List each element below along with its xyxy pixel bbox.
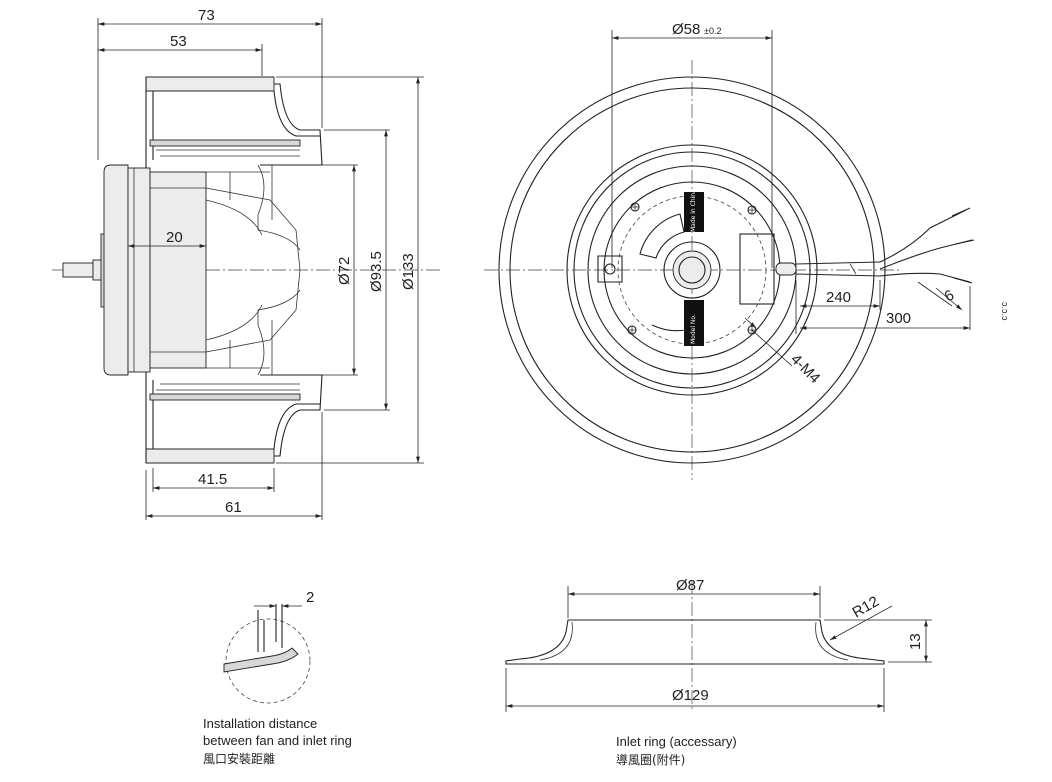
- dim-240: 240: [826, 289, 851, 306]
- detail-circle: [225, 618, 311, 704]
- cable: [775, 207, 975, 284]
- blades-side: [205, 187, 301, 353]
- ring-caption-en: Inlet ring (accessary): [616, 734, 737, 749]
- dim-53: 53: [170, 33, 187, 50]
- dim-61: 61: [225, 499, 242, 516]
- detail-caption-line1: Installation distance: [203, 716, 317, 731]
- motor-housing: [103, 164, 270, 376]
- dim-gap-2: 2: [306, 589, 314, 606]
- ground-lug-hole: [604, 263, 616, 275]
- inlet-ring-view: Ø87 Ø129 R12 13 Inlet ring (accessary) 導…: [505, 577, 932, 767]
- shroud-ring-inner: [573, 151, 811, 389]
- label-top-text: Made in China: [690, 189, 697, 232]
- arc-lower: [651, 324, 687, 332]
- ring-profile: [505, 619, 885, 665]
- dim-dia-133: Ø133: [400, 253, 417, 290]
- arc-window: [639, 213, 685, 259]
- dim-dia-93-5: Ø93.5: [368, 251, 385, 292]
- outer-ring-inner: [509, 87, 875, 453]
- dim-height-13: 13: [907, 633, 924, 650]
- detail-caption-cn: 風口安裝距離: [203, 751, 275, 766]
- dim-41-5: 41.5: [198, 471, 227, 488]
- shroud-ring: [566, 144, 818, 396]
- detail-ring-section: [223, 647, 299, 673]
- dim-line-6a: [917, 281, 953, 307]
- impeller-shroud-top: [145, 76, 323, 251]
- leader-arrow: [744, 317, 757, 329]
- label-sticker-bottom: [684, 300, 704, 346]
- dim-dia-72: Ø72: [336, 257, 353, 285]
- impeller-shroud-bottom: [145, 289, 323, 464]
- dim-dia-58-tolerance: ±0.2: [704, 26, 721, 36]
- ground-lug: [597, 255, 623, 283]
- dim-20: 20: [166, 229, 183, 246]
- terminal-box: [739, 233, 775, 305]
- outer-ring: [498, 76, 886, 464]
- dim-4-m4: 4-M4: [787, 351, 823, 387]
- ring-curve-right: [815, 621, 849, 661]
- dim-line-6b: [935, 287, 963, 311]
- dim-dia-129: Ø129: [672, 687, 709, 704]
- dim-300: 300: [886, 310, 911, 327]
- leader-4-m4: [751, 329, 793, 367]
- hub-inner: [678, 256, 706, 284]
- dim-dia-58: Ø58: [672, 21, 700, 38]
- detail-view: 2 Installation distance between fan and …: [203, 589, 352, 766]
- hub-outer: [663, 241, 721, 299]
- dim-73: 73: [198, 7, 215, 24]
- side-view: 73 53 20 Ø72 Ø93.5 Ø133 41.5 61: [52, 7, 440, 520]
- cut-off-text: ɔ.ɔ.ɔ: [1000, 302, 1010, 321]
- ring-curve-left: [539, 621, 573, 661]
- dim-radius-r12: R12: [850, 593, 882, 621]
- dim-dia-87: Ø87: [676, 577, 704, 594]
- leader-r12: [829, 605, 893, 641]
- front-view: Made in China Model No. Ø58 ±0.2 240: [484, 21, 1010, 480]
- ring-caption-cn: 導風圈(附件): [616, 753, 685, 767]
- dim-6: 6: [942, 287, 958, 306]
- label-bottom-text: Model No.: [690, 314, 697, 344]
- detail-caption-line2: between fan and inlet ring: [203, 733, 352, 748]
- label-sticker-top: [684, 192, 704, 232]
- bolt-circle: [617, 195, 767, 345]
